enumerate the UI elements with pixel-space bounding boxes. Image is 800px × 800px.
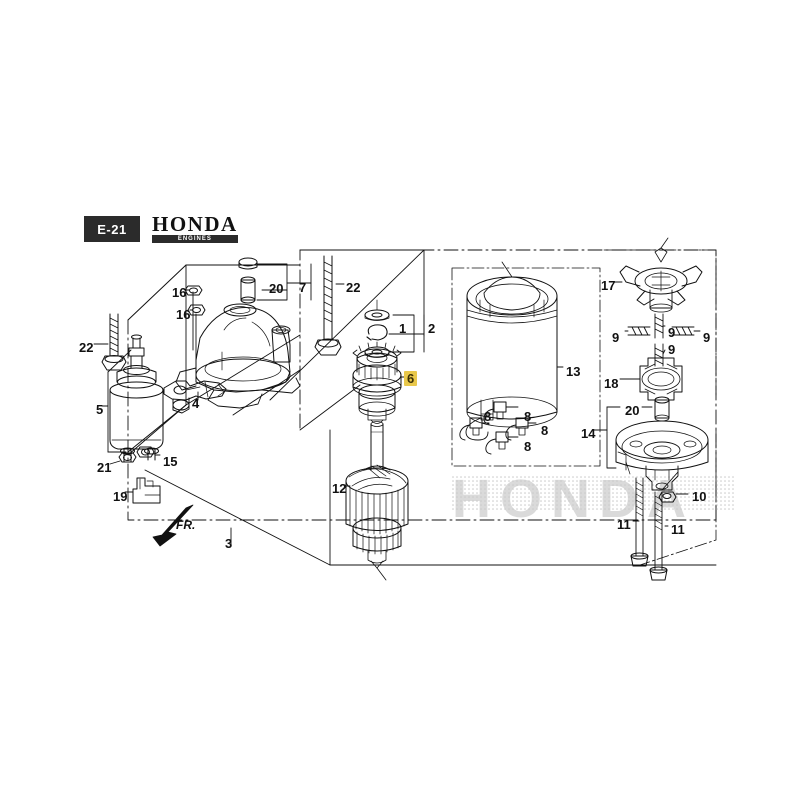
callout-20[interactable]: 20: [625, 403, 640, 418]
callout-10[interactable]: 10: [692, 489, 707, 504]
section-code-badge: E-21: [84, 216, 140, 242]
diagram-header: E-21 HONDA ENGINES: [84, 212, 238, 243]
honda-logo-word: HONDA: [152, 212, 238, 236]
callout-9[interactable]: 9: [668, 325, 676, 340]
callout-16[interactable]: 16: [172, 285, 187, 300]
callout-12[interactable]: 12: [332, 481, 347, 496]
callout-17[interactable]: 17: [601, 278, 616, 293]
callout-6-selected[interactable]: 6: [404, 371, 418, 386]
honda-logo-sub: ENGINES: [152, 235, 238, 243]
callout-3[interactable]: 3: [225, 536, 233, 551]
callout-15[interactable]: 15: [163, 454, 178, 469]
callout-8[interactable]: 8: [524, 409, 532, 424]
callout-8[interactable]: 8: [484, 409, 492, 424]
callout-4[interactable]: 4: [192, 396, 200, 411]
callout-1[interactable]: 1: [399, 321, 407, 336]
callout-22[interactable]: 22: [346, 280, 361, 295]
callout-13[interactable]: 13: [566, 364, 581, 379]
callout-9[interactable]: 9: [703, 330, 711, 345]
callout-21[interactable]: 21: [97, 460, 112, 475]
callout-2[interactable]: 2: [428, 321, 436, 336]
callout-14[interactable]: 14: [581, 426, 596, 441]
callout-18[interactable]: 18: [604, 376, 619, 391]
callout-20[interactable]: 20: [269, 281, 284, 296]
callout-8[interactable]: 8: [541, 423, 549, 438]
callout-11[interactable]: 11: [617, 517, 631, 532]
callout-7[interactable]: 7: [299, 280, 307, 295]
callout-22[interactable]: 22: [79, 340, 94, 355]
callout-9[interactable]: 9: [668, 342, 676, 357]
callout-19[interactable]: 19: [113, 489, 128, 504]
honda-logo: HONDA ENGINES: [152, 212, 238, 243]
callout-11[interactable]: 11: [671, 522, 685, 537]
callout-16[interactable]: 16: [176, 307, 191, 322]
callout-5[interactable]: 5: [96, 402, 104, 417]
callout-8[interactable]: 8: [524, 439, 532, 454]
front-direction-label: FR.: [176, 518, 196, 532]
callout-9[interactable]: 9: [612, 330, 620, 345]
